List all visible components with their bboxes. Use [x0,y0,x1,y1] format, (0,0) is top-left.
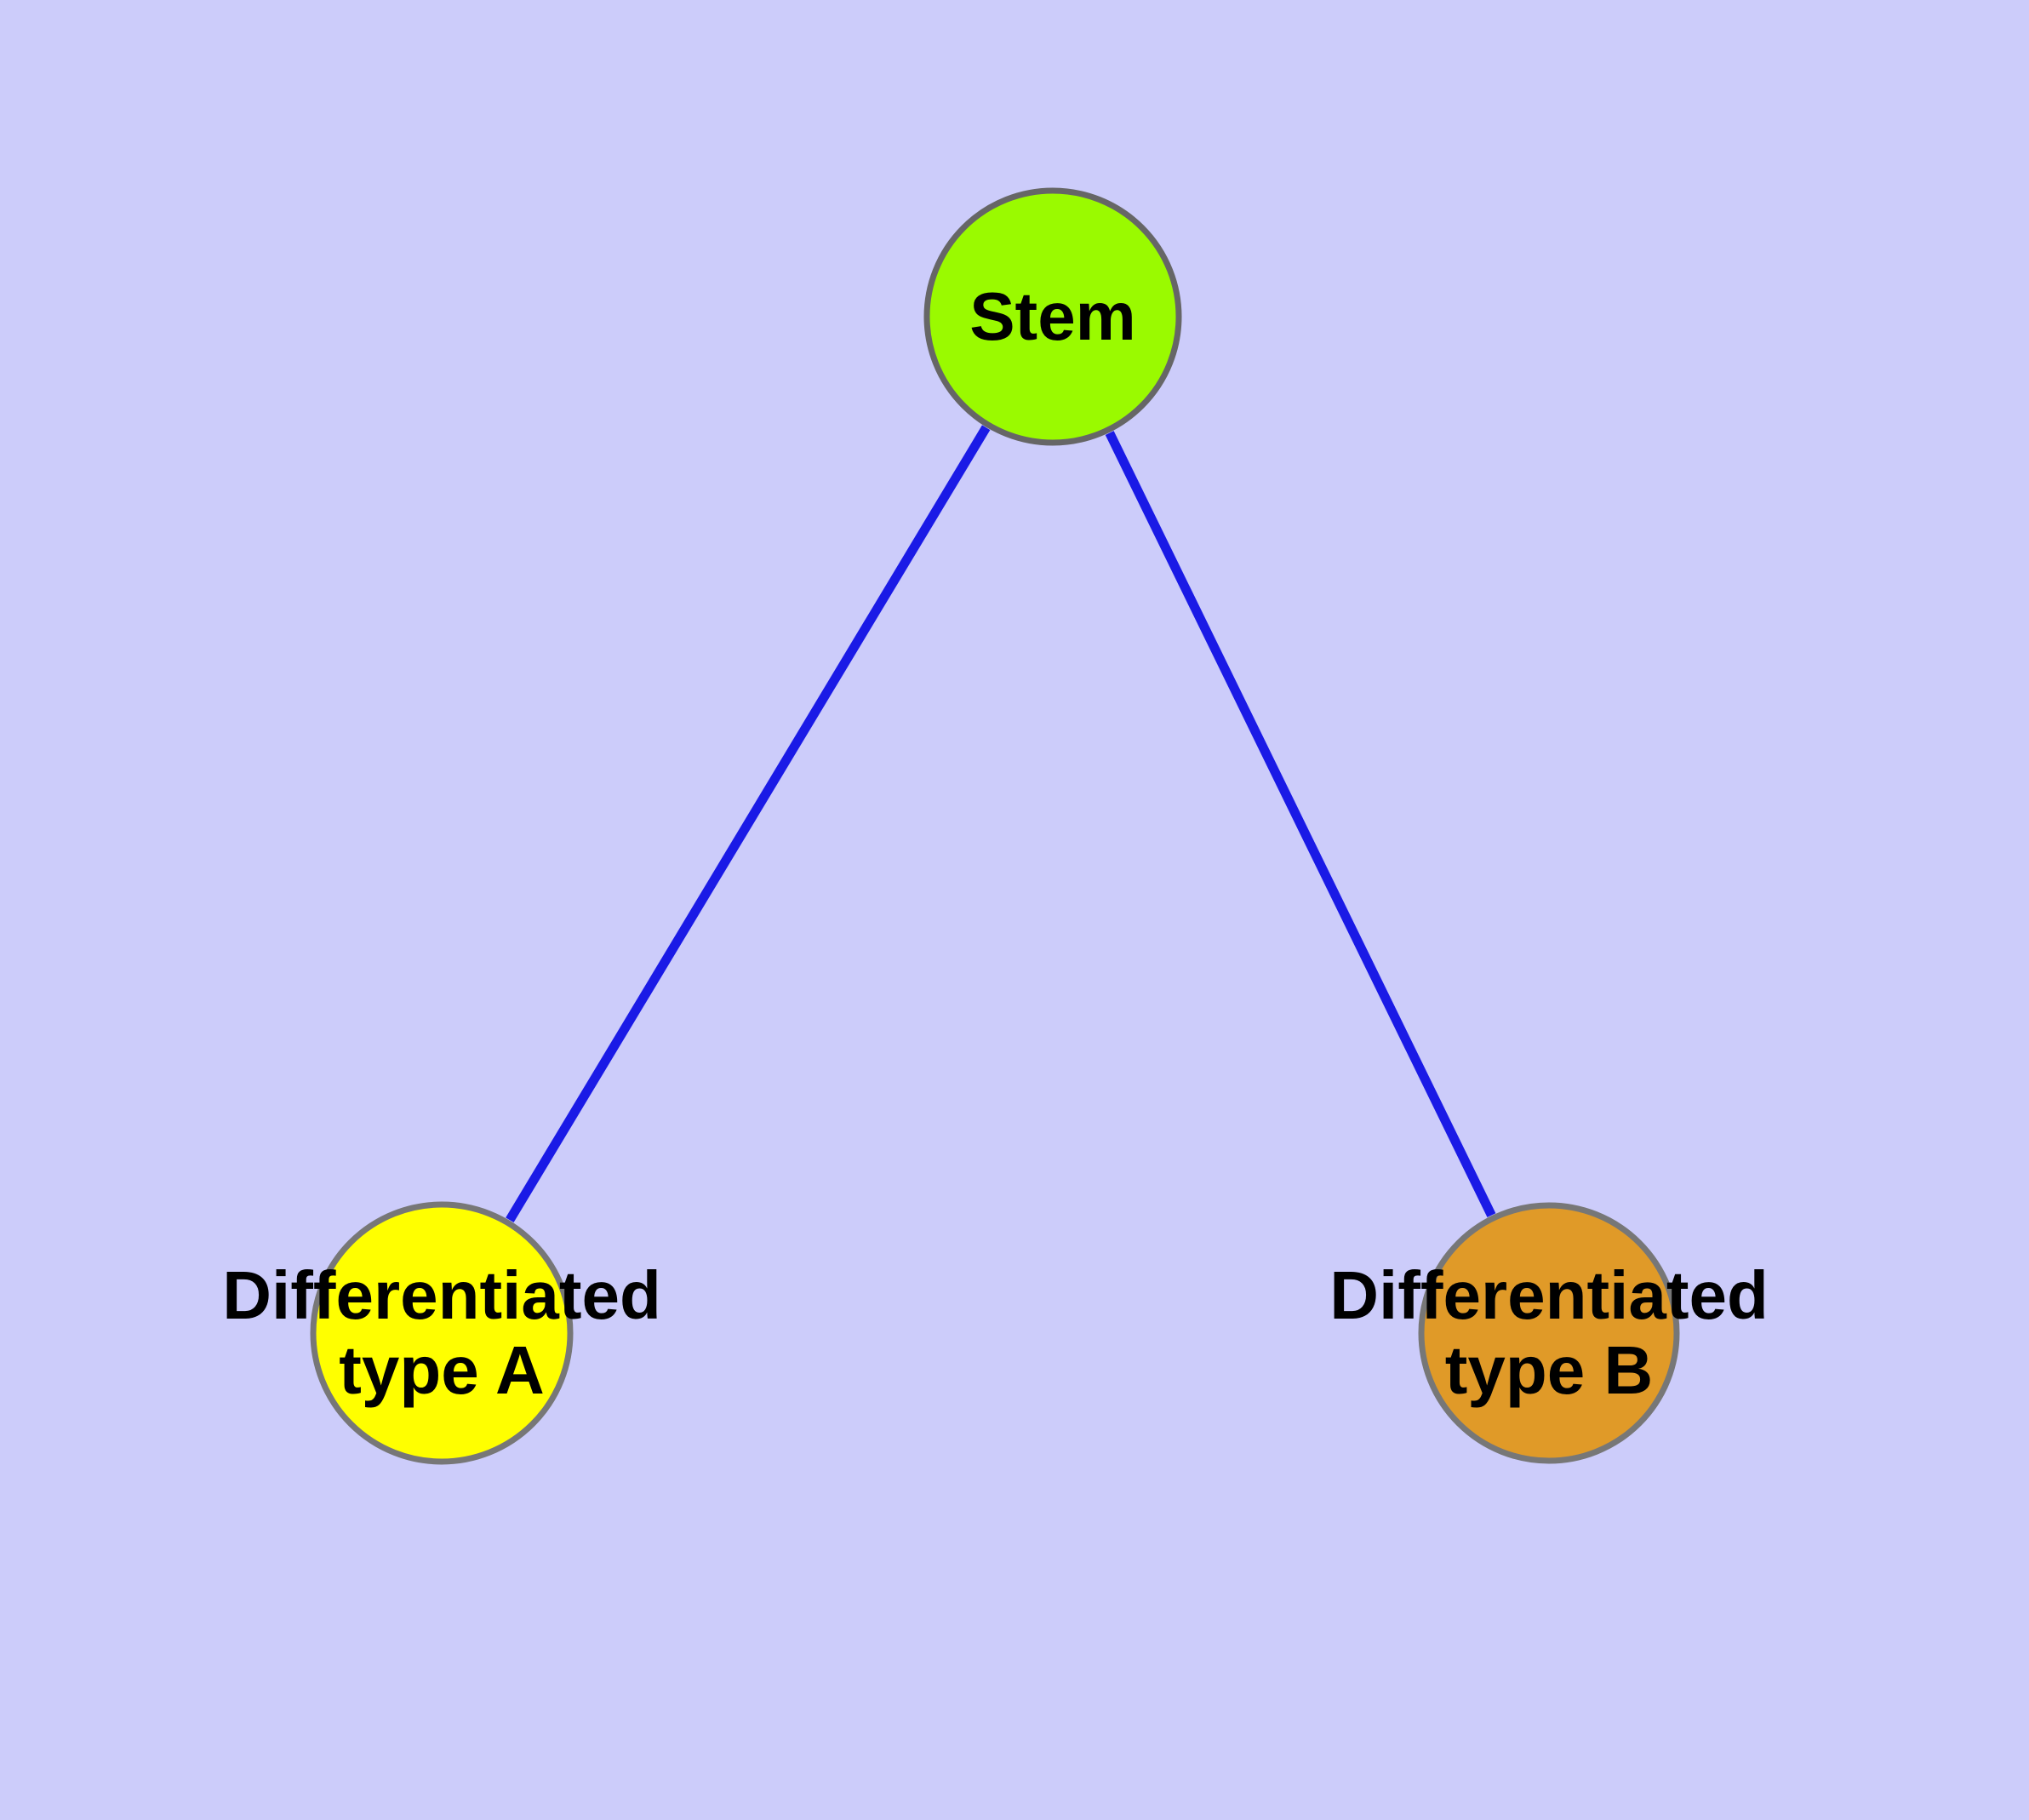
node-label-line: Differentiated [222,1257,661,1333]
edges-layer [506,425,1496,1223]
node-diff_a[interactable] [310,1201,574,1465]
node-label-line: type A [339,1332,545,1408]
nodes-layer [310,187,1680,1465]
node-label-line: Stem [969,278,1136,354]
node-stem[interactable] [923,187,1182,446]
edge-stem-diff-b[interactable] [1105,431,1496,1218]
node-label-stem: Stem [969,278,1136,354]
node-diff_b[interactable] [1418,1202,1680,1464]
edge-stem-diff-a[interactable] [506,425,991,1223]
node-label-line: Differentiated [1329,1257,1769,1333]
node-label-line: type B [1445,1332,1654,1408]
